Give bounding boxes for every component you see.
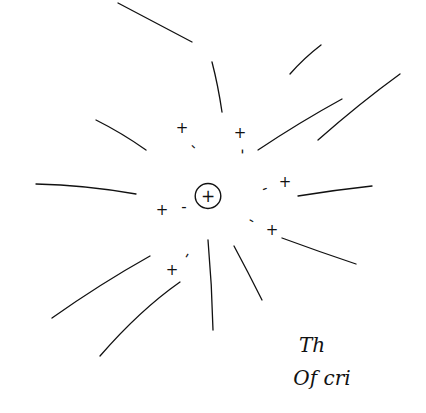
field-line: [100, 282, 180, 356]
field-line: [234, 246, 262, 300]
field-line: [212, 62, 222, 112]
dipole-sign: +: [166, 263, 179, 278]
field-line: [118, 3, 192, 42]
dipole-sign: -: [235, 148, 250, 153]
field-line: [36, 184, 136, 194]
dipole-sign: -: [181, 200, 186, 215]
dipole-sign: +: [234, 126, 247, 141]
field-line: [258, 99, 342, 150]
field-line: [52, 256, 150, 318]
dipole-sign: +: [279, 175, 292, 190]
field-line: [282, 238, 356, 264]
field-line: [290, 45, 321, 74]
dipole-sign: +: [156, 203, 169, 218]
dipole-sign: -: [260, 180, 270, 196]
charge-sign: +: [194, 188, 222, 205]
handwritten-note: Th: [299, 335, 325, 355]
dipole-sign: -: [187, 139, 201, 153]
field-line: [298, 186, 372, 196]
dipole-sign: +: [176, 121, 189, 136]
handwritten-note: Of cri: [293, 368, 350, 388]
field-line: [318, 74, 400, 140]
field-line: [208, 240, 213, 330]
dipole-sign: +: [266, 223, 279, 238]
dipole-sign: -: [179, 249, 195, 261]
charge-circle: +: [194, 182, 222, 210]
dipole-sign: -: [246, 212, 258, 228]
field-line: [96, 120, 146, 150]
